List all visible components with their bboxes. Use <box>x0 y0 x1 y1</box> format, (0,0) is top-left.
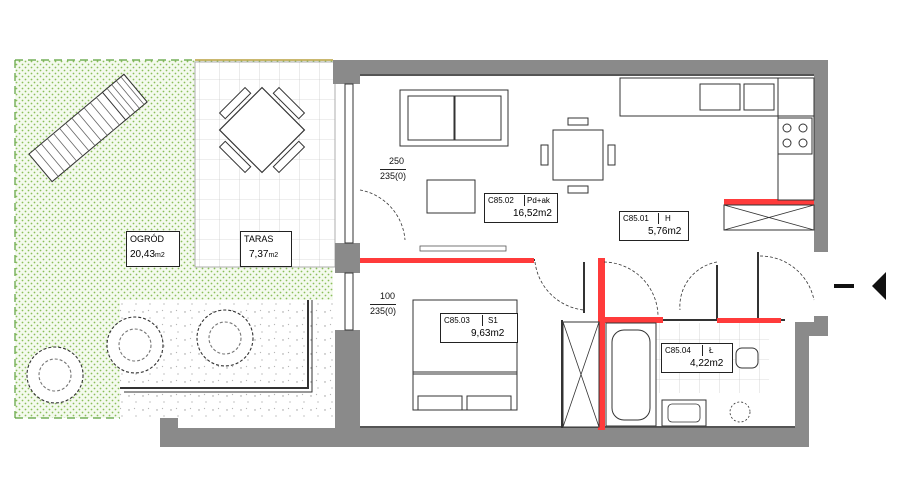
room-type: Ł <box>702 345 713 356</box>
room-label-c85-04: C85.04 Ł 4,22m2 <box>661 343 733 373</box>
room-area: 16,52m2 <box>513 208 552 219</box>
sun-lounger <box>28 73 148 183</box>
room-code: C85.03 <box>444 316 470 325</box>
window-bottom-width: 100 <box>380 291 396 301</box>
terrace-name: TARAS <box>244 234 274 244</box>
room-area: 9,63m2 <box>471 328 505 339</box>
room-area: 4,22m2 <box>690 358 724 369</box>
room-label-c85-03: C85.03 S1 9,63m2 <box>440 313 518 343</box>
garden-name: OGRÓD <box>130 234 165 244</box>
hall-wardrobe <box>723 204 815 231</box>
room-code: C85.01 <box>623 214 649 223</box>
dining-table <box>540 117 616 194</box>
garden-area-value: 20,43m2 <box>130 249 165 260</box>
room-code: C85.02 <box>488 196 514 205</box>
room-label-c85-02: C85.02 Pd+ak 16,52m2 <box>484 193 558 223</box>
coffee-table <box>426 179 476 214</box>
bathroom <box>605 322 769 427</box>
room-type: S1 <box>482 315 498 326</box>
red-walls <box>360 199 814 430</box>
doors <box>359 189 815 316</box>
shrubs <box>26 309 254 404</box>
bedroom-wardrobe <box>562 321 600 428</box>
kitchen-counter <box>619 77 815 201</box>
sofa <box>399 89 509 147</box>
terrace-table <box>218 86 306 174</box>
garden-label: OGRÓD 20,43m2 <box>126 231 180 267</box>
room-code: C85.04 <box>665 346 691 355</box>
room-area: 5,76m2 <box>648 226 682 237</box>
room-type: Pd+ak <box>524 195 550 206</box>
entrance-arrow-icon <box>834 272 886 300</box>
room-type: H <box>658 213 671 224</box>
room-label-c85-01: C85.01 H 5,76m2 <box>619 211 689 241</box>
tv-console <box>419 245 507 252</box>
window-top-height: 235(0) <box>380 169 407 181</box>
window-bottom-height: 235(0) <box>370 304 397 316</box>
window-top-width: 250 <box>389 156 405 166</box>
exterior-walls <box>160 60 828 447</box>
terrace-area-value: 7,37m2 <box>249 249 279 260</box>
windows <box>344 83 354 331</box>
terrace-label: TARAS 7,37m2 <box>240 231 292 267</box>
